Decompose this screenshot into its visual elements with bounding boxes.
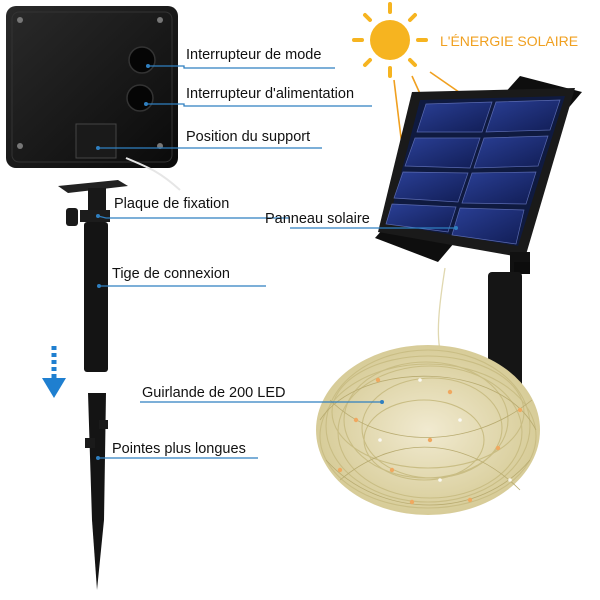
label-mounting-plate: Plaque de fixation	[114, 196, 230, 212]
power-switch-button	[126, 84, 154, 112]
label-support-position: Position du support	[186, 129, 311, 145]
sun-icon	[352, 2, 428, 78]
mode-switch-button	[128, 46, 156, 74]
label-mode-switch: Interrupteur de mode	[186, 47, 322, 63]
label-power-switch: Interrupteur d'alimentation	[186, 86, 355, 102]
mounting-stake	[58, 180, 128, 590]
battery-box-back	[6, 6, 181, 191]
label-led-string: Guirlande de 200 LED	[142, 385, 286, 401]
label-solar-panel: Panneau solaire	[265, 211, 370, 227]
down-arrow-icon	[42, 346, 66, 398]
label-longer-spikes: Pointes plus longues	[112, 441, 246, 457]
solar-panel	[375, 76, 582, 392]
leader-lines	[97, 65, 456, 459]
solar-energy-title: L'ÉNERGIE SOLAIRE	[440, 33, 579, 49]
label-connection-rod: Tige de connexion	[112, 266, 230, 282]
support-slot	[75, 123, 117, 159]
leader-dots	[96, 64, 458, 460]
led-string-coil	[316, 345, 540, 515]
